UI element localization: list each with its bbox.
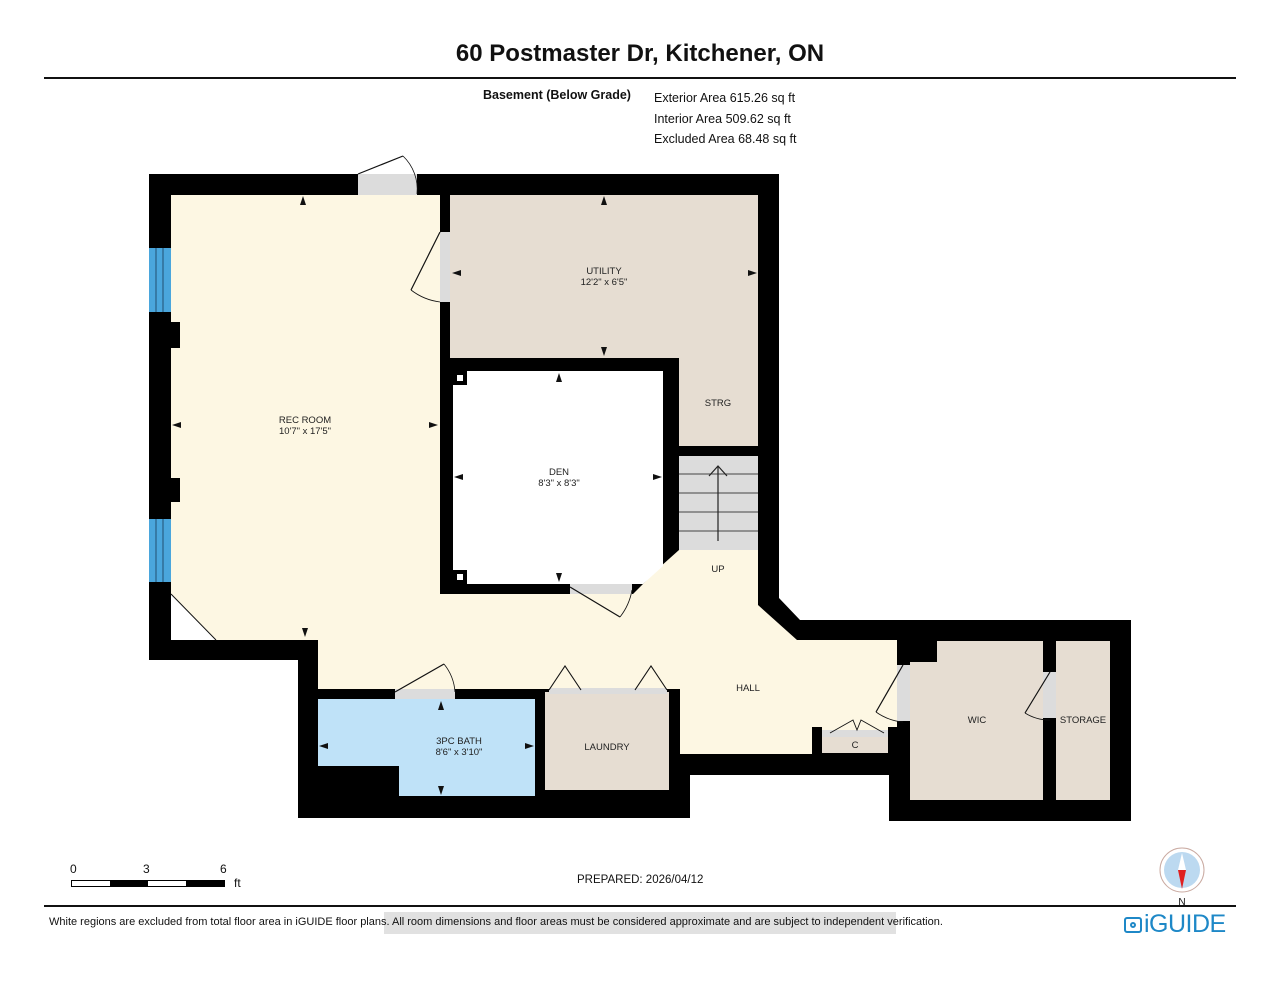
- laundry-floor: [545, 692, 669, 790]
- watermark: [384, 912, 896, 934]
- header-divider: [44, 77, 1236, 79]
- rec-room-dims: 10'7" x 17'5": [279, 426, 331, 437]
- dimension-markers: [172, 196, 757, 795]
- doors: [357, 155, 1056, 737]
- stairs: [679, 456, 758, 550]
- scale-tick-3: 3: [143, 862, 150, 876]
- footer-divider: [44, 905, 1236, 907]
- excluded-area: Excluded Area 68.48 sq ft: [654, 132, 797, 146]
- page-title: 60 Postmaster Dr, Kitchener, ON: [455, 40, 825, 67]
- logo-camera-icon: [1124, 917, 1142, 933]
- wic-floor: [910, 641, 1043, 800]
- laundry-label: LAUNDRY: [584, 742, 630, 753]
- den-label: DEN: [549, 467, 569, 478]
- strg-label: STRG: [705, 398, 731, 409]
- disclaimer: White regions are excluded from total fl…: [49, 916, 943, 928]
- logo-text: iGUIDE: [1144, 910, 1226, 938]
- hall-label: HALL: [736, 683, 760, 694]
- interior-area: Interior Area 509.62 sq ft: [654, 111, 791, 126]
- utility-label: UTILITY: [586, 266, 622, 277]
- rec-room-hall-floor: [171, 195, 897, 754]
- iguide-logo: iGUIDE: [1124, 910, 1226, 939]
- compass-label: N: [1178, 897, 1185, 907]
- den-floor: [453, 371, 663, 584]
- wic-label: WIC: [968, 715, 987, 726]
- scale-tick-0: 0: [70, 862, 77, 876]
- den-dims: 8'3" x 8'3": [538, 478, 580, 489]
- exterior-area: Exterior Area 615.26 sq ft: [654, 91, 796, 105]
- closet-floor: [822, 737, 888, 753]
- bath-label: 3PC BATH: [436, 736, 482, 747]
- utility-floor: [450, 195, 758, 446]
- closet-label: C: [852, 740, 859, 751]
- compass-icon: N: [1159, 847, 1205, 912]
- storage-floor: [1056, 641, 1110, 800]
- prepared-date: PREPARED: 2026/04/12: [577, 874, 704, 886]
- scale-unit: ft: [234, 876, 241, 890]
- storage-label: STORAGE: [1060, 715, 1106, 726]
- window-lower: [149, 519, 171, 582]
- bath-dims: 8'6" x 3'10": [436, 747, 483, 758]
- stairs-up-label: UP: [711, 564, 724, 575]
- rec-room-label: REC ROOM: [279, 415, 331, 426]
- level-label: Basement (Below Grade): [483, 88, 631, 102]
- window-upper: [149, 248, 171, 312]
- bath-floor: [318, 699, 535, 796]
- scale-tick-6: 6: [220, 862, 227, 876]
- area-summary: Exterior Area 615.26 sq ft Interior Area…: [654, 88, 796, 150]
- utility-dims: 12'2" x 6'5": [581, 277, 628, 288]
